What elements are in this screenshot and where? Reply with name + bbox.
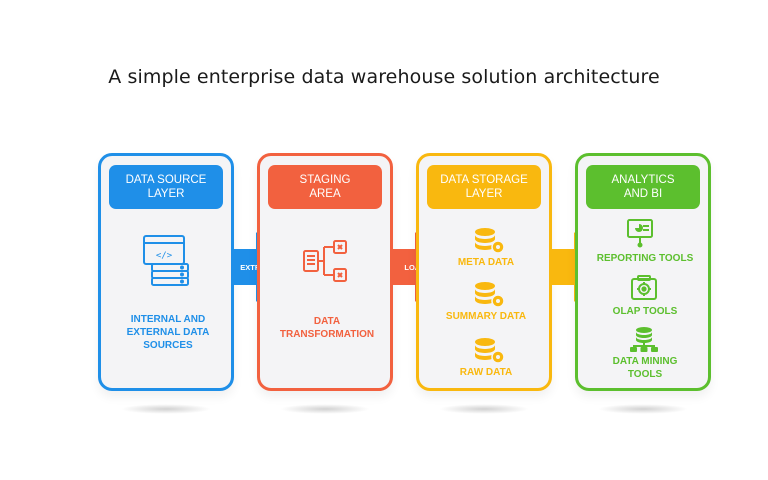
cube-gear-icon [630,275,658,301]
transformation-flow-icon [302,239,350,285]
label-internal-external-sources: INTERNAL AND EXTERNAL DATA SOURCES [126,314,210,351]
label-olap-tools: OLAP TOOLS [612,306,678,317]
header-staging-area: STAGING AREA [268,165,382,209]
label-data-transformation: DATA TRANSFORMATION [279,316,375,340]
label-data-mining-tools: DATA MINING TOOLS [612,356,678,380]
load-label: LOAD [404,263,426,272]
label-raw-data: RAW DATA [459,367,513,378]
diagram-title: A simple enterprise data warehouse solut… [108,66,660,88]
card-data-source-layer: DATA SOURCE LAYER [98,153,234,391]
card-shadow [280,404,370,414]
card-shadow [598,404,688,414]
label-reporting-tools: REPORTING TOOLS [596,253,694,264]
card-shadow [439,404,529,414]
server-code-icon: </> [142,234,192,286]
svg-text:</>: </> [156,251,173,261]
header-analytics-bi: ANALYTICS AND BI [586,165,700,209]
header-data-storage-layer: DATA STORAGE LAYER [427,165,541,209]
card-data-storage-layer: DATA STORAGE LAYER [416,153,552,391]
presentation-board-icon [626,218,656,248]
label-meta-data: META DATA [457,257,515,268]
label-summary-data: SUMMARY DATA [445,311,527,322]
header-data-source-layer: DATA SOURCE LAYER [109,165,223,209]
database-network-icon [630,326,658,352]
card-shadow [121,404,211,414]
database-gear-icon [473,227,505,255]
database-gear-icon [473,337,505,365]
database-gear-icon [473,281,505,309]
